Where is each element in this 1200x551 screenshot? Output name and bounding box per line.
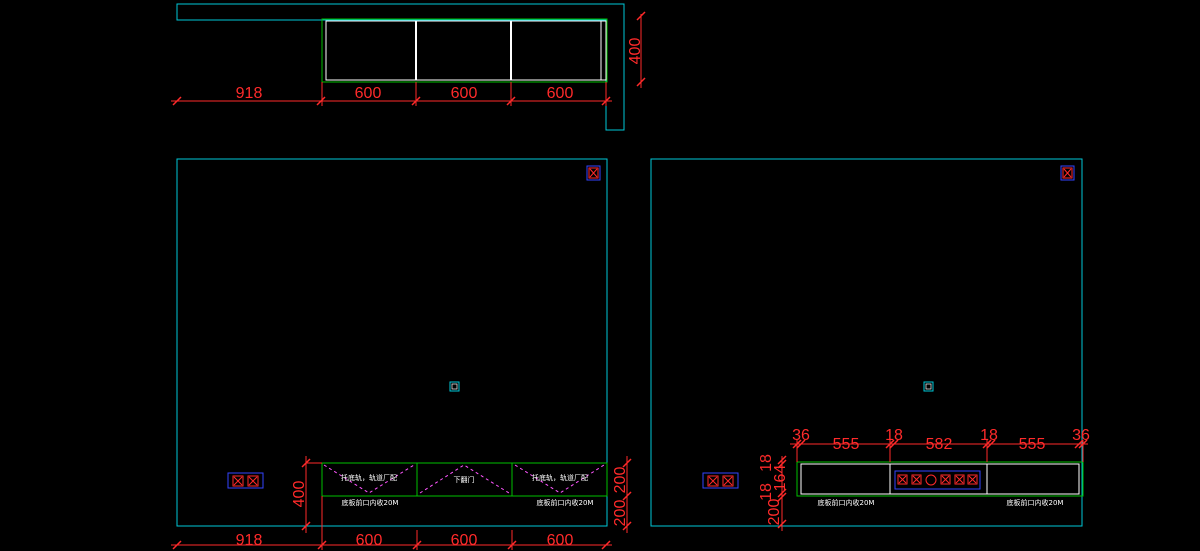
door-note-right: 托底轨，轨道厂配	[532, 473, 588, 482]
door-note-middle: 下翻门	[454, 475, 475, 484]
side-dim-164: 164	[772, 465, 789, 492]
top-plan-view: 918 600 600 600 400	[171, 3, 646, 131]
front-dim-200-lower: 200	[612, 500, 629, 527]
side-elevation-view: 底板前口内收20M 底板前口内收20M 36 555 18 582	[650, 158, 1090, 531]
side-dim-36-left: 36	[792, 427, 810, 444]
side-height-dimensions: 18 18 164 200	[758, 454, 789, 531]
socket-icon	[1060, 165, 1075, 181]
side-base-note-right: 底板前口内收20M	[1007, 498, 1064, 507]
plan-depth-dimension: 400	[627, 11, 646, 88]
plan-dim-600-a: 600	[355, 85, 382, 102]
plan-dim-600-b: 600	[451, 85, 478, 102]
plan-dim-600-c: 600	[547, 85, 574, 102]
side-base-note-left: 底板前口内收20M	[818, 498, 875, 507]
base-note-left: 底板前口内收20M	[342, 498, 399, 507]
front-width-dimensions: 918 600 600 600	[171, 496, 612, 550]
side-dim-200: 200	[766, 499, 783, 526]
side-dim-18-a: 18	[885, 427, 903, 444]
front-dim-600-b: 600	[451, 532, 478, 549]
plan-dim-400: 400	[627, 38, 644, 65]
plan-dim-918: 918	[236, 85, 263, 102]
front-dim-918: 918	[236, 532, 263, 549]
base-note-right: 底板前口内收20M	[537, 498, 594, 507]
front-dim-400: 400	[291, 481, 308, 508]
door-note-left: 托底轨，轨道厂配	[341, 473, 397, 482]
side-width-dimensions: 36 555 18 582 18 555 36	[790, 427, 1090, 462]
socket-strip-icon	[894, 470, 981, 490]
front-dim-600-c: 600	[547, 532, 574, 549]
side-dim-18-bottom: 18	[758, 483, 775, 501]
front-dim-600-a: 600	[356, 532, 383, 549]
plan-wall-outline	[176, 3, 625, 131]
side-dim-582: 582	[926, 436, 953, 453]
double-socket-icon	[227, 472, 264, 489]
plan-cabinet-outer	[321, 18, 608, 83]
front-elevation-view: 托底轨，轨道厂配 下翻门 托底轨，轨道厂配 底板前口内收20M 底板前口内收20…	[171, 158, 632, 550]
side-wall-outline	[650, 158, 1083, 527]
side-cabinet: 底板前口内收20M 底板前口内收20M	[796, 461, 1084, 507]
front-wall-outline	[176, 158, 608, 527]
front-cabinet: 托底轨，轨道厂配 下翻门 托底轨，轨道厂配 底板前口内收20M 底板前口内收20…	[321, 462, 608, 507]
double-socket-icon	[702, 472, 739, 489]
plan-width-dimensions: 918 600 600 600	[171, 82, 612, 106]
side-dim-18-b: 18	[980, 427, 998, 444]
plan-cabinet-inner	[325, 20, 607, 81]
front-right-dimensions: 200 200	[612, 456, 632, 533]
socket-icon	[586, 165, 601, 181]
switch-box-icon	[923, 381, 934, 392]
side-dim-555-right: 555	[1019, 436, 1046, 453]
switch-box-icon	[449, 381, 460, 392]
side-dim-36-right: 36	[1072, 427, 1090, 444]
side-dim-18-top: 18	[758, 454, 775, 472]
front-dim-200-upper: 200	[612, 467, 629, 494]
front-height-dimension: 400	[291, 456, 322, 533]
side-dim-555-left: 555	[833, 436, 860, 453]
